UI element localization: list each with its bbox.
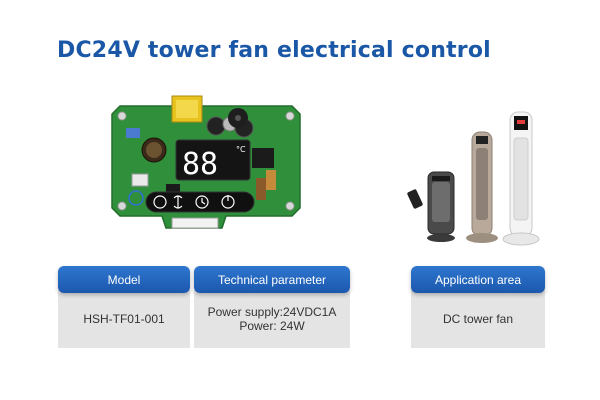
header-technical-parameter: Technical parameter xyxy=(194,266,350,293)
timer-icon xyxy=(195,195,209,209)
control-board-image: 88 °C xyxy=(106,88,306,248)
header-model: Model xyxy=(58,266,190,293)
power-text: Power: 24W xyxy=(239,319,305,333)
technical-parameter-value: Power supply:24VDC1A Power: 24W xyxy=(194,290,350,348)
application-area-text: DC tower fan xyxy=(442,312,514,326)
header-application-area: Application area xyxy=(411,266,545,293)
model-value-text: HSH-TF01-001 xyxy=(83,312,165,326)
application-area-value: DC tower fan xyxy=(411,290,545,348)
page-title: DC24V tower fan electrical control xyxy=(57,38,491,63)
model-value: HSH-TF01-001 xyxy=(58,290,190,348)
power-supply-text: Power supply:24VDC1A xyxy=(207,305,337,319)
swing-icon xyxy=(173,195,183,209)
tower-fans-image xyxy=(392,98,562,248)
pcb-display-digits: 88 xyxy=(182,147,218,182)
pcb-display-unit: °C xyxy=(236,145,246,154)
fan-speed-icon xyxy=(153,195,167,209)
